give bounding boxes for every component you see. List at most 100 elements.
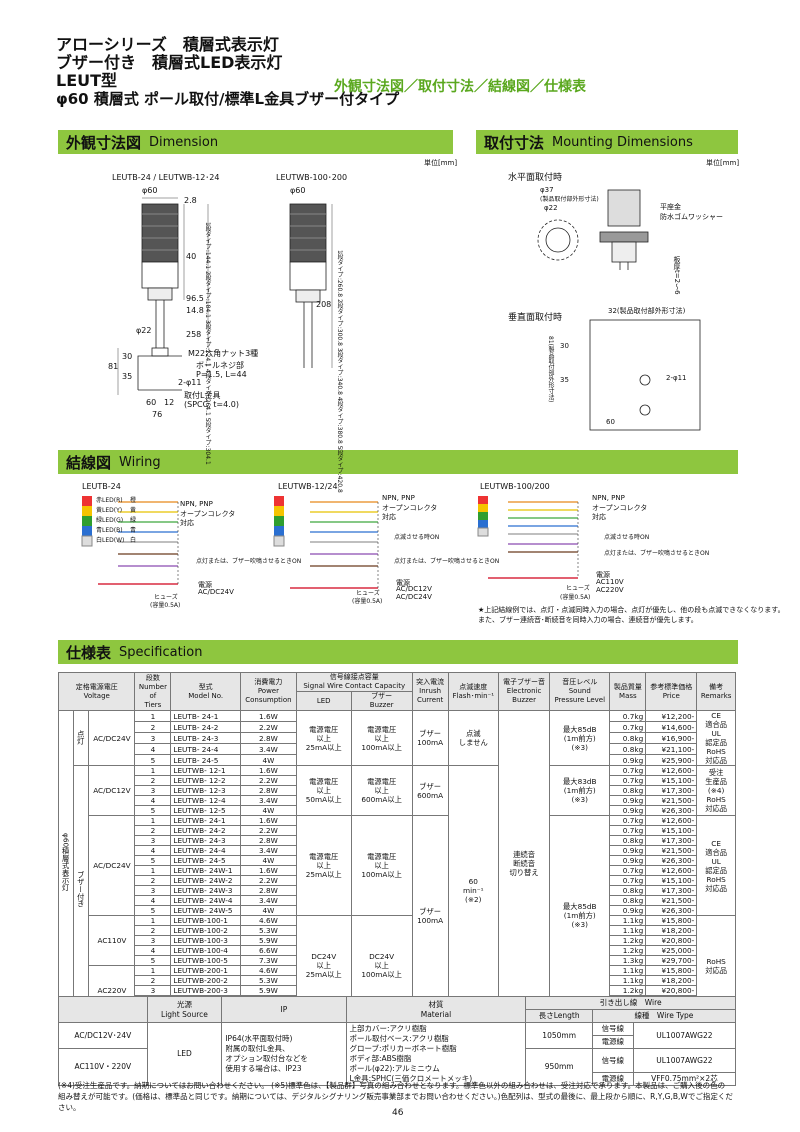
- spec-price: ¥26,300-: [645, 855, 698, 866]
- spec-power: 2.2W: [240, 721, 297, 733]
- spec-voltage: AC/DC24V: [88, 710, 136, 766]
- wiring-v24: AC/DC24V: [198, 588, 234, 596]
- spec-mass: 0.7kg: [609, 825, 647, 836]
- spec-price: ¥21,500-: [645, 795, 698, 806]
- spec-price: ¥17,300-: [645, 885, 698, 896]
- led-green-label: 緑LED(G): [96, 517, 124, 524]
- mounting-horizontal: 水平面取付時: [508, 173, 563, 183]
- dim-60: 60: [146, 398, 157, 407]
- mounting-v32: 32(製品取付部外形寸法): [608, 307, 686, 315]
- header-line3: LEUT型: [56, 71, 118, 90]
- footer-notes: (※4)受注生産品です。納期についてはお問い合わせください。 (※5)標準色は、…: [58, 1080, 738, 1113]
- spec-power: 1.6W: [240, 865, 297, 876]
- dim-bracket-mat: (SPCC, t=4.0): [184, 400, 239, 409]
- mat-ip: IP64(水平面取付時)附属の取付L金具、オプション取付台などを使用する場合は、…: [221, 1022, 347, 1086]
- tier-5: 5段タイプ:304.1: [204, 417, 211, 465]
- wire-blue: 青: [130, 527, 137, 534]
- section-title: 外観寸法図: [66, 133, 142, 152]
- spec-model: LEUTB- 24-3: [170, 732, 242, 744]
- mounting-phi37: φ37: [540, 186, 554, 194]
- spec-price: ¥12,600-: [645, 815, 698, 826]
- spec-price: ¥25,900-: [645, 754, 698, 766]
- wiring2-blink: 点滅させる時ON: [394, 534, 440, 541]
- spec-mass: 0.7kg: [609, 815, 647, 826]
- spec-power: 5.3W: [240, 925, 297, 936]
- spec-tiers: 1: [134, 765, 172, 776]
- spec-mass: 0.7kg: [609, 775, 647, 786]
- dimension-unit: 単位[mm]: [424, 159, 458, 167]
- dim-258: 258: [186, 330, 202, 339]
- dimension-left-title: LEUTB-24 / LEUTWB-12･24: [112, 173, 220, 182]
- dim-30: 30: [122, 352, 133, 361]
- led-white-label: 白LED(W): [96, 537, 125, 544]
- wiring2-fuse: ヒューズ: [356, 590, 380, 597]
- spec-model: LEUTWB-100-2: [170, 925, 242, 936]
- section-title: 取付寸法: [484, 133, 545, 152]
- mat-vff: VFF0.75mm²×2芯: [632, 1072, 737, 1086]
- spec-power: 5.3W: [240, 975, 297, 986]
- dim-81: 81: [108, 362, 119, 371]
- spec-tiers: 2: [134, 721, 172, 733]
- spec-model: LEUTWB- 12-4: [170, 795, 242, 806]
- wiring2-oc: オープンコレクタ: [382, 504, 438, 512]
- mounting-phi22: φ22: [544, 204, 558, 212]
- wiring2-buzz: 点灯または、ブザー吹鳴させるときON: [394, 558, 500, 565]
- dim-76: 76: [152, 410, 163, 419]
- dim-208: 208: [316, 300, 332, 309]
- section-title-en: Mounting Dimensions: [552, 134, 693, 150]
- spec-model: LEUTWB-100-5: [170, 955, 242, 966]
- spec-tiers: 3: [134, 885, 172, 896]
- mat-pwr1: 電源線: [591, 1035, 634, 1049]
- spec-model: LEUTWB-100-1: [170, 915, 242, 926]
- spec-tiers: 1: [134, 865, 172, 876]
- mat-head-type: 線種 Wire Type: [591, 1009, 737, 1023]
- spec-model: LEUTB- 24-2: [170, 721, 242, 733]
- spec-mass: 0.9kg: [609, 905, 647, 916]
- spec-price: ¥21,100-: [645, 743, 698, 755]
- spec-model: LEUTWB- 24-2: [170, 825, 242, 836]
- mounting-thickness: 板厚t=2～6: [673, 256, 681, 295]
- spec-mass: 0.7kg: [609, 875, 647, 886]
- wiring-fuse-cap: (容量0.5A): [150, 602, 181, 609]
- dim-28: 2.8: [184, 196, 197, 205]
- spec-tiers: 2: [134, 875, 172, 886]
- spec-sound: 最大85dB(1m前方)(※3): [549, 815, 611, 1016]
- dim-hole: 2-φ11: [178, 378, 202, 387]
- wire-white: 白: [130, 537, 137, 544]
- wiring-led-labels: 赤LED(R) 黄LED(Y) 緑LED(G) 青LED(B) 白LED(W): [96, 496, 124, 546]
- spec-tiers: 3: [134, 835, 172, 846]
- spec-voltage: AC110V: [88, 915, 136, 966]
- wiring-npn: NPN, PNP: [180, 500, 213, 508]
- dimension-drawing: [117, 197, 333, 395]
- wiring3-npn: NPN, PNP: [592, 494, 625, 502]
- spec-model: LEUTWB-200-2: [170, 975, 242, 986]
- dim-phi60-right: φ60: [290, 186, 306, 195]
- tier-1: 1段タイプ:144.1: [204, 222, 211, 270]
- spec-price: ¥17,300-: [645, 835, 698, 846]
- spec-model: LEUTWB- 12-5: [170, 805, 242, 816]
- spec-price: ¥18,200-: [645, 975, 698, 986]
- led-blue-label: 青LED(B): [96, 527, 123, 534]
- mat-sig2: 信号線: [591, 1048, 634, 1073]
- spec-tiers: 3: [134, 732, 172, 744]
- spec-model: LEUTWB- 12-3: [170, 785, 242, 796]
- footer-line2: 組み替えが可能です。(価格は、標準品と同じです。納期については、デジタルシグナリ…: [58, 1092, 733, 1112]
- dim-bolt: ボールネジ部: [196, 361, 244, 370]
- wiring3-fuse: ヒューズ: [566, 585, 590, 592]
- tier-4: 4段タイプ:380.8: [336, 396, 343, 444]
- dim-phi22: φ22: [136, 326, 152, 335]
- spec-mass: 0.8kg: [609, 835, 647, 846]
- spec-flash: 点滅しません: [447, 710, 500, 766]
- spec-price: ¥20,800-: [645, 985, 698, 996]
- wiring3-blink: 点滅させる時ON: [604, 534, 650, 541]
- mat-ul1: UL1007AWG22: [632, 1022, 737, 1049]
